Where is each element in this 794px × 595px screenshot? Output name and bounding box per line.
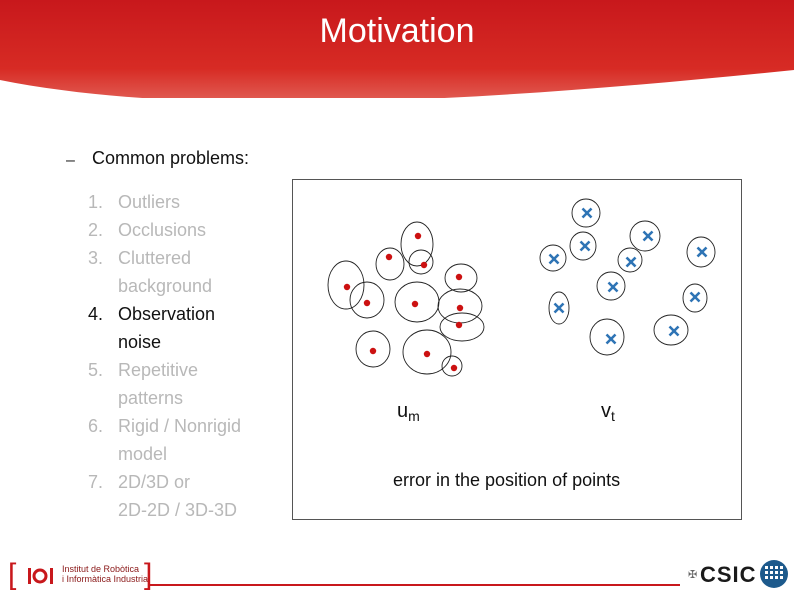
list-item: 1. Outliers: [88, 188, 288, 216]
list-text: Occlusions: [118, 220, 207, 240]
model-point: [423, 350, 431, 358]
list-number: 1.: [88, 192, 104, 212]
csic-wordmark: CSIC: [700, 562, 757, 587]
point-noise-figure: um vt error in the position of points: [292, 179, 742, 520]
list-number: 4.: [88, 304, 104, 324]
uncertainty-ellipse: [441, 355, 463, 377]
header-wave-decoration: [0, 70, 794, 150]
uncertainty-ellipse: [686, 236, 716, 268]
figure-canvas: [327, 198, 716, 377]
model-point: [455, 273, 463, 281]
uncertainty-ellipse: [408, 249, 434, 275]
target-point-cross: [605, 333, 617, 345]
target-point-cross: [553, 302, 565, 314]
list-item: 2. Occlusions: [88, 216, 288, 244]
target-points-label: vt: [601, 400, 615, 424]
target-point-cross: [607, 281, 619, 293]
uncertainty-ellipse: [355, 330, 391, 368]
target-point-cross: [689, 291, 701, 303]
model-point: [456, 304, 464, 312]
uncertainty-ellipse: [629, 220, 661, 252]
model-point: [343, 283, 351, 291]
model-point: [411, 300, 419, 308]
model-point: [369, 347, 377, 355]
uncertainty-ellipse: [400, 221, 434, 267]
target-point-cross: [581, 207, 593, 219]
left-bracket-icon: [: [8, 558, 17, 591]
uncertainty-ellipse: [548, 291, 570, 325]
list-number: 3.: [88, 248, 104, 268]
target-point-cross: [548, 253, 560, 265]
target-point-cross: [642, 230, 654, 242]
uncertainty-ellipse: [402, 329, 452, 375]
target-point-cross: [625, 256, 637, 268]
model-points-label: um: [397, 400, 420, 424]
slide-title: Motivation: [319, 12, 475, 50]
emblem-icon: ✠: [688, 569, 698, 581]
model-point: [385, 253, 393, 261]
globe-icon: [760, 560, 788, 588]
iri-mark-icon: [28, 568, 53, 584]
uncertainty-ellipse: [571, 198, 601, 228]
model-point: [363, 299, 371, 307]
uncertainty-ellipse: [539, 244, 567, 272]
uncertainty-ellipse: [617, 247, 643, 273]
uncertainty-ellipse: [327, 260, 365, 310]
uncertainty-ellipse: [589, 318, 625, 356]
target-point-cross: [579, 240, 591, 252]
model-point: [420, 261, 428, 269]
list-number: 6.: [88, 416, 104, 436]
list-number: 2.: [88, 220, 104, 240]
title-bar: [0, 0, 794, 98]
uncertainty-ellipse: [439, 312, 485, 342]
list-text: Outliers: [118, 192, 181, 212]
uncertainty-ellipse: [444, 263, 478, 293]
uncertainty-ellipse: [349, 281, 385, 319]
uncertainty-ellipse: [653, 314, 689, 346]
list-number: 5.: [88, 360, 104, 380]
target-point-cross: [696, 246, 708, 258]
uncertainty-ellipse: [569, 231, 597, 261]
uncertainty-ellipse: [375, 247, 405, 281]
figure-caption: error in the position of points: [393, 470, 621, 490]
csic-logo: ✠ CSIC: [686, 560, 794, 590]
bullet-marker: –: [66, 152, 75, 169]
right-bracket-icon: ]: [144, 558, 153, 591]
list-number: 7.: [88, 472, 104, 492]
target-point-cross: [668, 325, 680, 337]
model-point: [450, 364, 458, 372]
model-point: [455, 321, 463, 329]
subtitle: Common problems:: [92, 148, 250, 168]
footer-divider: [150, 584, 680, 586]
uncertainty-ellipse: [682, 283, 708, 313]
model-point: [414, 232, 422, 240]
uncertainty-ellipse: [596, 271, 626, 301]
